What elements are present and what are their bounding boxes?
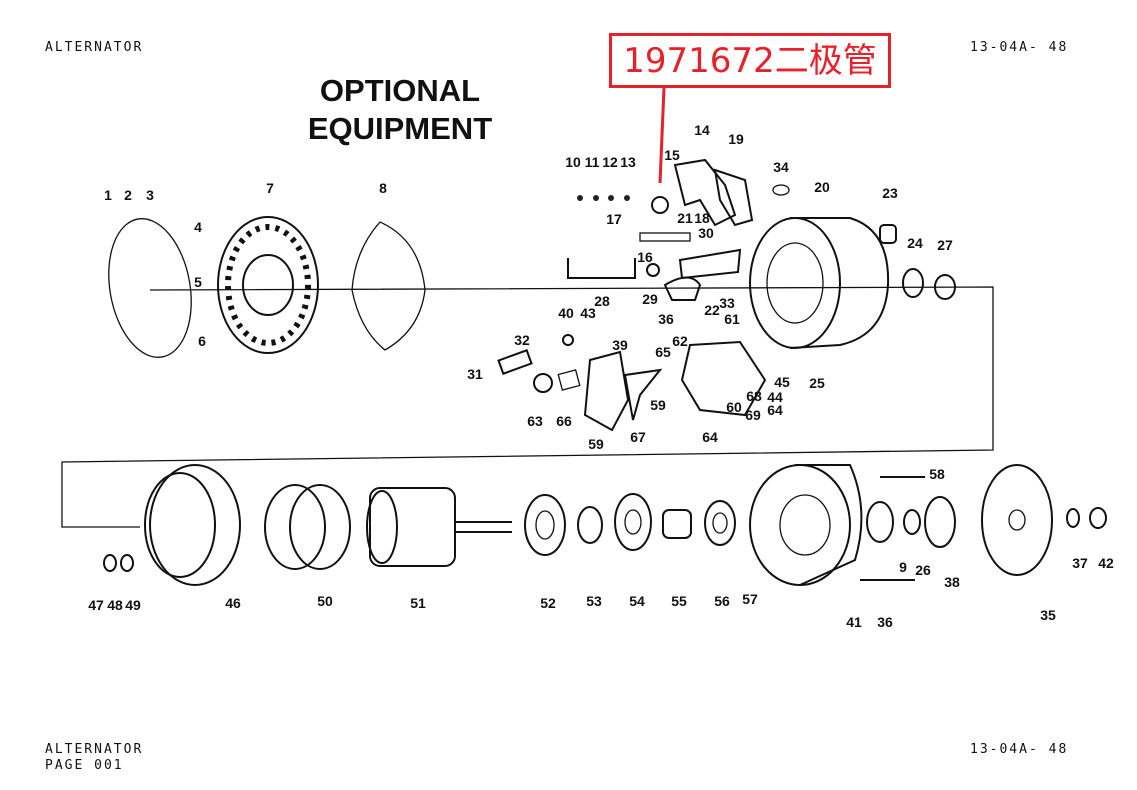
callout-35: 35 bbox=[1040, 607, 1056, 623]
callout-64: 64 bbox=[702, 429, 718, 445]
callout-16: 16 bbox=[637, 249, 653, 265]
callout-11: 11 bbox=[585, 154, 600, 170]
drive-end-frame-part bbox=[749, 464, 925, 586]
callout-46: 46 bbox=[225, 595, 241, 611]
callout-21: 21 bbox=[677, 210, 693, 226]
callout-61: 61 bbox=[724, 311, 740, 327]
callout-56: 56 bbox=[714, 593, 730, 609]
callout-14: 14 bbox=[694, 122, 710, 138]
callout-6: 6 bbox=[198, 333, 206, 349]
callout-48: 48 bbox=[107, 597, 123, 613]
callout-1: 1 bbox=[104, 187, 112, 203]
callout-18: 18 bbox=[694, 210, 710, 226]
callout-33: 33 bbox=[719, 295, 735, 311]
assembly-axis-line bbox=[61, 286, 994, 528]
callout-67: 67 bbox=[630, 429, 646, 445]
rectifier-bridge-parts bbox=[497, 334, 767, 432]
callout-26: 26 bbox=[915, 562, 931, 578]
gasket-ring-part bbox=[108, 218, 192, 358]
callout-7: 7 bbox=[266, 180, 274, 196]
callout-49: 49 bbox=[125, 597, 141, 613]
callout-28: 28 bbox=[594, 293, 610, 309]
callout-4: 4 bbox=[194, 219, 202, 235]
callout-54: 54 bbox=[629, 593, 645, 609]
callout-66: 66 bbox=[556, 413, 572, 429]
callout-22: 22 bbox=[704, 302, 720, 318]
stator-part bbox=[144, 464, 241, 586]
callout-55: 55 bbox=[671, 593, 687, 609]
callout-3: 3 bbox=[146, 187, 154, 203]
callout-68: 68 bbox=[746, 388, 762, 404]
footer-page-number: PAGE 001 bbox=[45, 758, 124, 773]
footer-section-title: ALTERNATOR bbox=[45, 742, 144, 757]
callout-58: 58 bbox=[929, 466, 945, 482]
callout-19: 19 bbox=[728, 131, 744, 147]
callout-45: 45 bbox=[774, 374, 790, 390]
header-page-code: 13-04A- 48 bbox=[970, 40, 1069, 55]
rotor-part bbox=[264, 484, 351, 570]
callout-12: 12 bbox=[602, 154, 618, 170]
callout-59: 59 bbox=[650, 397, 666, 413]
rear-end-frame-part bbox=[749, 184, 956, 349]
callout-44: 44 bbox=[767, 389, 783, 405]
callout-36: 36 bbox=[658, 311, 674, 327]
callout-43: 43 bbox=[580, 305, 596, 321]
callout-69: 69 bbox=[745, 407, 761, 423]
callout-23: 23 bbox=[882, 185, 898, 201]
callout-60: 60 bbox=[726, 399, 742, 415]
bearing-parts bbox=[524, 493, 736, 556]
callout-65: 65 bbox=[655, 344, 671, 360]
shield-plate-part bbox=[351, 221, 426, 351]
callout-59: 59 bbox=[588, 436, 604, 452]
callout-30: 30 bbox=[698, 225, 714, 241]
callout-64: 64 bbox=[767, 402, 783, 418]
callout-2: 2 bbox=[124, 187, 132, 203]
callout-40: 40 bbox=[558, 305, 574, 321]
callout-41: 41 bbox=[846, 614, 862, 630]
callout-13: 13 bbox=[620, 154, 636, 170]
fan-housing-part bbox=[217, 216, 319, 354]
callout-52: 52 bbox=[540, 595, 556, 611]
callout-42: 42 bbox=[1098, 555, 1114, 571]
callout-57: 57 bbox=[742, 591, 758, 607]
callout-47: 47 bbox=[88, 597, 104, 613]
callout-25: 25 bbox=[809, 375, 825, 391]
part-number-annotation: 1971672二极管 bbox=[609, 33, 891, 88]
callout-24: 24 bbox=[907, 235, 923, 251]
callout-34: 34 bbox=[773, 159, 789, 175]
callout-5: 5 bbox=[194, 274, 202, 290]
callout-9: 9 bbox=[899, 559, 907, 575]
callout-20: 20 bbox=[814, 179, 830, 195]
callout-15: 15 bbox=[664, 147, 680, 163]
rotor-shaft-part bbox=[366, 487, 512, 567]
header-section-title: ALTERNATOR bbox=[45, 40, 144, 55]
callout-51: 51 bbox=[410, 595, 426, 611]
footer-page-code: 13-04A- 48 bbox=[970, 742, 1069, 757]
callout-36: 36 bbox=[877, 614, 893, 630]
annotation-leader-line bbox=[658, 87, 666, 184]
callout-63: 63 bbox=[527, 413, 543, 429]
callout-27: 27 bbox=[937, 237, 953, 253]
callout-50: 50 bbox=[317, 593, 333, 609]
callout-10: 10 bbox=[565, 154, 581, 170]
footer-info: ALTERNATOR PAGE 001 bbox=[45, 742, 143, 774]
callout-29: 29 bbox=[642, 291, 658, 307]
callout-31: 31 bbox=[467, 366, 483, 382]
fan-pulley-parts bbox=[103, 464, 1107, 576]
callout-39: 39 bbox=[612, 337, 628, 353]
callout-53: 53 bbox=[586, 593, 602, 609]
callout-32: 32 bbox=[514, 332, 530, 348]
title-line-2: EQUIPMENT bbox=[307, 111, 493, 146]
callout-62: 62 bbox=[672, 333, 688, 349]
callout-38: 38 bbox=[944, 574, 960, 590]
brush-holder-parts bbox=[567, 158, 754, 301]
title-line-1: OPTIONAL bbox=[319, 73, 481, 108]
diagram-title: OPTIONAL EQUIPMENT bbox=[280, 72, 520, 148]
callout-8: 8 bbox=[379, 180, 387, 196]
callout-37: 37 bbox=[1072, 555, 1088, 571]
callout-17: 17 bbox=[606, 211, 622, 227]
